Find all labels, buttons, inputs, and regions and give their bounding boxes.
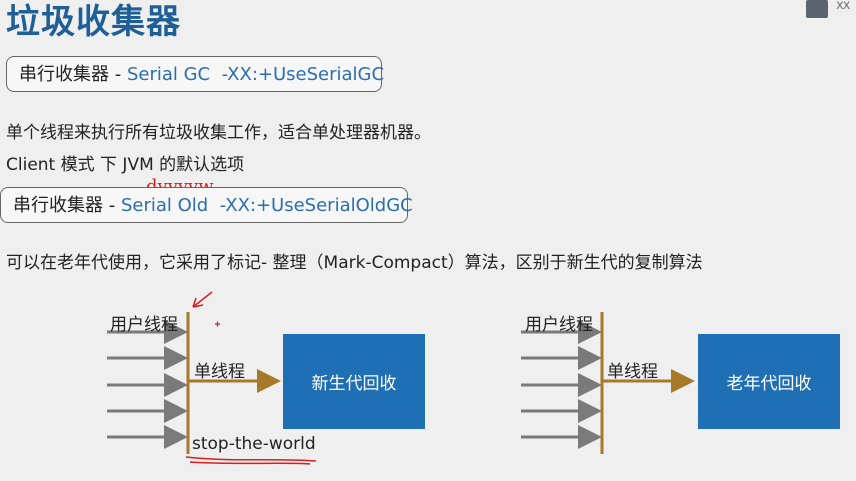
red-plus-mark: [215, 321, 220, 327]
serial-gc-flag: -XX:+UseSerialGC: [210, 64, 385, 85]
top-right-label: xx: [836, 0, 850, 13]
right-user-threads-label: 用户线程: [525, 315, 593, 335]
serial-old-name: Serial Old: [120, 195, 209, 216]
page-title: 垃圾收集器: [6, 2, 181, 42]
notes-icon[interactable]: [806, 0, 828, 18]
description-line-2: Client 模式 下 JVM 的默认选项: [6, 155, 245, 175]
left-single-thread-label: 单线程: [194, 362, 245, 382]
right-single-thread-label: 单线程: [607, 362, 658, 382]
left-user-thread-arrows: [107, 320, 188, 449]
stop-the-world-label: stop-the-world: [192, 434, 316, 454]
red-underline: [185, 456, 317, 465]
old-gen-box: 老年代回收: [698, 334, 840, 429]
description-line-1: 单个线程来执行所有垃圾收集工作，适合单处理器机器。: [6, 123, 431, 143]
serial-gc-name: Serial GC: [126, 64, 211, 85]
left-user-threads-label: 用户线程: [110, 315, 178, 335]
red-arrow-annotation: [192, 291, 213, 308]
young-gen-box: 新生代回收: [283, 334, 425, 429]
right-user-thread-arrows: [521, 320, 602, 449]
serial-old-box: 串行收集器 - Serial Old -XX:+UseSerialOldGC: [0, 187, 413, 223]
serial-old-flag: -XX:+UseSerialOldGC: [208, 195, 413, 216]
serial-gc-prefix: 串行收集器 -: [19, 64, 127, 85]
description-line-3: 可以在老年代使用，它采用了标记- 整理（Mark-Compact）算法，区别于新…: [6, 253, 703, 273]
serial-old-prefix: 串行收集器 -: [13, 195, 121, 216]
serial-gc-box: 串行收集器 - Serial GC -XX:+UseSerialGC: [6, 56, 385, 92]
